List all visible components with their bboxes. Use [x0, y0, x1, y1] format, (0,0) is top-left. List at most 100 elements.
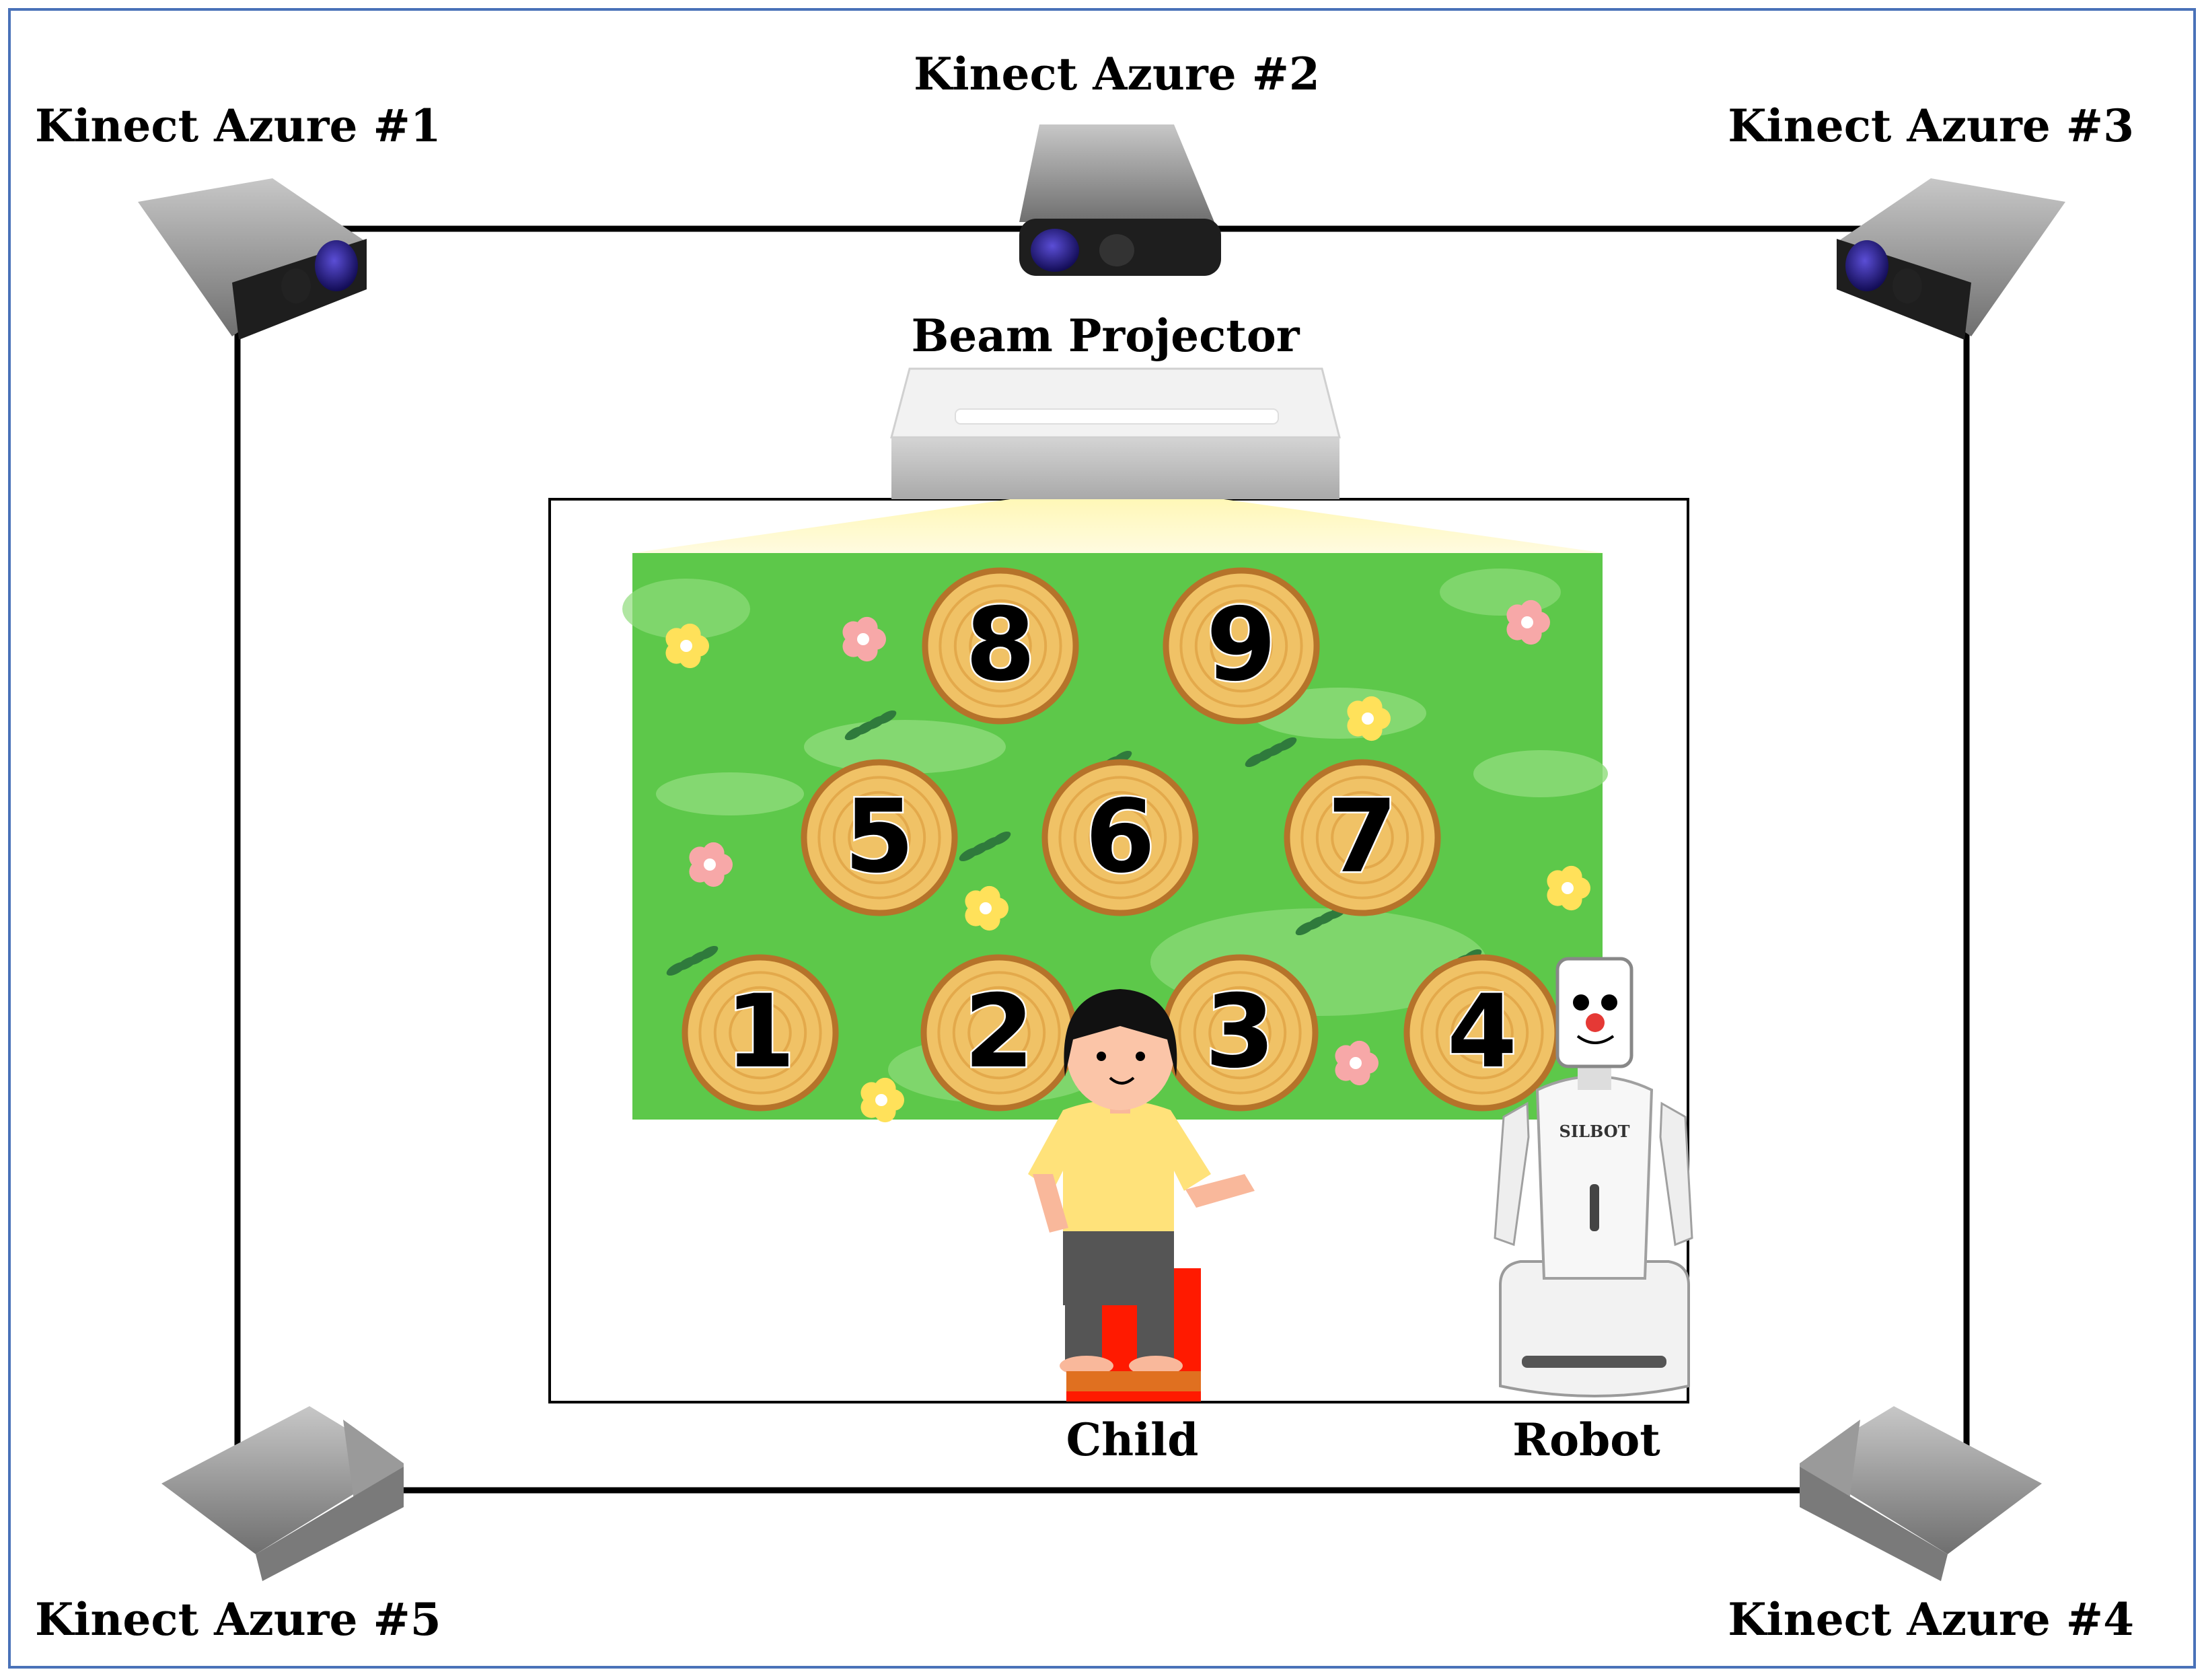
camera-lens-icon [315, 240, 358, 291]
number-stump: 9 [1163, 567, 1320, 725]
robot-arm-left [1494, 1101, 1530, 1247]
camera-lens-icon [1031, 229, 1079, 272]
grass-patch [622, 579, 750, 639]
camera-body [161, 1406, 404, 1554]
flower-icon [689, 842, 733, 887]
leaf-icon [666, 945, 719, 976]
kinect-camera-3 [1837, 178, 2065, 340]
beam-projector [890, 367, 1341, 499]
stump-number: 4 [1447, 974, 1517, 1091]
child-foot-left [1060, 1356, 1113, 1376]
robot-head-screen [1555, 957, 1633, 1068]
camera-body [1837, 178, 2065, 336]
camera-lens-icon [1845, 240, 1888, 291]
camera-lens-icon [281, 268, 311, 303]
figure-border [8, 8, 2196, 1669]
number-stump: 8 [922, 567, 1079, 725]
camera-lens-icon [1893, 268, 1922, 303]
number-stump: 5 [801, 759, 958, 916]
camera-2-label: Kinect Azure #2 [914, 48, 1320, 100]
child-arm-right [1185, 1174, 1255, 1208]
camera-4-label: Kinect Azure #4 [1728, 1593, 2134, 1646]
number-stump: 3 [1161, 954, 1319, 1111]
robot-label: Robot [1512, 1414, 1660, 1466]
stump-number: 3 [1205, 974, 1275, 1091]
kinect-camera-5 [161, 1406, 404, 1581]
stump-face [1041, 759, 1199, 916]
kinect-camera-2 [1019, 124, 1221, 276]
child-foot-right [1129, 1356, 1183, 1376]
child-eye-right [1136, 1052, 1145, 1061]
leaf-icon [844, 710, 897, 741]
leaf-icon [1245, 737, 1297, 768]
grass-patch [1473, 750, 1608, 797]
stump-number: 8 [965, 587, 1035, 704]
flower-icon [1547, 865, 1590, 911]
child-figure [1028, 989, 1255, 1401]
flower-icon [665, 623, 709, 669]
child-hair [1064, 989, 1177, 1076]
stump-number: 9 [1206, 587, 1276, 704]
child-pants [1063, 1225, 1174, 1305]
projection-beam [632, 490, 1605, 553]
stump-number: 1 [725, 974, 795, 1091]
robot-arm-right [1659, 1101, 1693, 1247]
robot-base [1499, 1260, 1690, 1397]
number-stump: 1 [682, 954, 839, 1111]
flower-icon [965, 885, 1008, 931]
camera-side [1800, 1467, 1948, 1581]
kinect-camera-1 [138, 178, 367, 340]
child-mouth [1109, 1076, 1135, 1085]
stump-number: 7 [1327, 778, 1397, 896]
child-shoes [1066, 1371, 1201, 1391]
projector-vent [955, 408, 1279, 425]
camera-body [1800, 1406, 2042, 1554]
flower-icon [1347, 696, 1391, 741]
robot-base-stripe [1522, 1356, 1666, 1368]
robot-body-slot [1590, 1184, 1599, 1231]
child-label: Child [1066, 1414, 1199, 1466]
robot-eye-left [1573, 994, 1589, 1011]
flower-icon [1506, 599, 1550, 645]
stump-number: 6 [1085, 778, 1155, 896]
stump-face [1284, 759, 1441, 916]
camera-3-label: Kinect Azure #3 [1728, 100, 2134, 152]
stump-face [1163, 567, 1320, 725]
camera-1-label: Kinect Azure #1 [35, 100, 441, 152]
number-stump: 7 [1284, 759, 1441, 916]
stump-face [801, 759, 958, 916]
child-shirt [1028, 1100, 1211, 1231]
projector-label: Beam Projector [911, 309, 1300, 362]
flower-icon [842, 616, 886, 662]
kinect-cameras [138, 124, 2065, 1581]
silbot-robot: SILBOT [1494, 957, 1693, 1397]
child-eye-left [1097, 1052, 1106, 1061]
flower-icon [860, 1077, 904, 1123]
number-stump: 6 [1041, 759, 1199, 916]
leaf-icon [959, 831, 1011, 862]
flower-icon [1335, 1040, 1379, 1086]
kinect-camera-4 [1800, 1406, 2042, 1581]
robot-mouth [1576, 1035, 1615, 1044]
camera-side [256, 1467, 404, 1581]
child-arm-left [1033, 1174, 1068, 1233]
number-stump: 4 [1403, 954, 1561, 1111]
stump-number: 2 [964, 974, 1034, 1091]
robot-eye-right [1601, 994, 1617, 1011]
stump-face [682, 954, 839, 1111]
camera-lens-icon [1099, 234, 1134, 266]
number-stumps: 1 2 3 4 5 6 7 8 9 [682, 567, 1561, 1111]
camera-body [1019, 124, 1214, 222]
camera-body [138, 178, 367, 336]
camera-5-label: Kinect Azure #5 [35, 1593, 441, 1646]
robot-body [1535, 1075, 1654, 1280]
robot-brand: SILBOT [1559, 1122, 1630, 1141]
stump-number: 5 [844, 778, 914, 896]
grass-patch [1440, 569, 1561, 616]
projector-top [890, 367, 1341, 439]
projector-body [891, 437, 1339, 499]
robot-nose [1586, 1013, 1605, 1032]
grass-patch [656, 772, 804, 815]
